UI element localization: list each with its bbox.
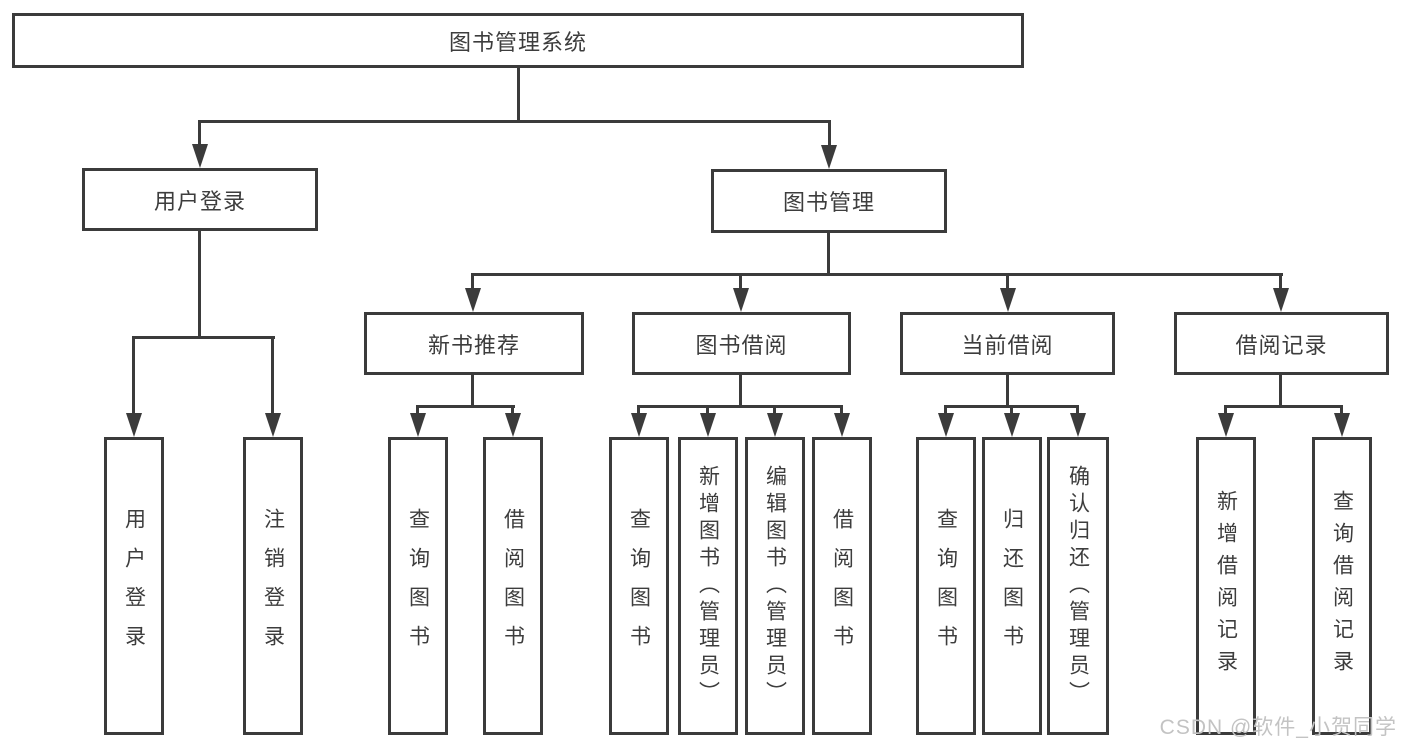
connector-line [471,375,474,405]
node-leaf-confirm-return-admin: 确认归还（管理员） [1047,437,1109,735]
node-leaf-logout: 注销登录 [243,437,303,735]
arrowhead-icon [700,413,716,437]
node-book-borrowing-label: 图书借阅 [695,332,788,358]
arrowhead-icon [1070,413,1086,437]
node-leaf-query-book-recommend-label: 查询图书 [406,508,430,664]
node-leaf-add-book-admin-label: 新增图书（管理员） [696,464,720,708]
node-leaf-logout-label: 注销登录 [261,508,285,664]
node-borrowing-records: 借阅记录 [1174,312,1389,375]
node-leaf-add-borrow-record: 新增借阅记录 [1196,437,1256,735]
connector-line [517,68,520,120]
connector-line [132,336,275,339]
connector-line [1010,405,1013,415]
arrowhead-icon [465,288,481,312]
connector-line [637,405,640,415]
connector-line [198,120,201,146]
arrowhead-icon [505,413,521,437]
node-leaf-edit-book-admin-label: 编辑图书（管理员） [763,464,787,708]
connector-line [1224,405,1343,408]
node-leaf-return-book: 归还图书 [982,437,1042,735]
arrowhead-icon [126,413,142,437]
connector-line [198,231,201,336]
node-leaf-borrow-book: 借阅图书 [812,437,872,735]
connector-line [1340,405,1343,415]
connector-line [511,405,514,415]
connector-line [637,405,843,408]
node-leaf-add-book-admin: 新增图书（管理员） [678,437,738,735]
node-leaf-query-book-current-label: 查询图书 [934,508,958,664]
node-leaf-user-login-label: 用户登录 [122,508,146,664]
connector-line [773,405,776,415]
arrowhead-icon [410,413,426,437]
node-leaf-add-borrow-record-label: 新增借阅记录 [1214,490,1238,682]
node-user-login: 用户登录 [82,168,318,231]
connector-line [471,273,1283,276]
connector-line [416,405,419,415]
node-borrowing-records-label: 借阅记录 [1235,332,1328,358]
node-leaf-query-book-borrowing-label: 查询图书 [627,508,651,664]
node-user-login-label: 用户登录 [153,188,246,214]
arrowhead-icon [733,288,749,312]
connector-line [1279,273,1282,289]
node-current-borrowing: 当前借阅 [900,312,1115,375]
node-leaf-borrow-book-recommend-label: 借阅图书 [501,508,525,664]
node-current-borrowing-label: 当前借阅 [961,332,1054,358]
arrowhead-icon [1273,288,1289,312]
connector-line [471,273,474,289]
arrowhead-icon [631,413,647,437]
node-root: 图书管理系统 [12,13,1024,68]
node-leaf-query-borrow-record-label: 查询借阅记录 [1330,490,1354,682]
arrowhead-icon [834,413,850,437]
node-leaf-borrow-book-recommend: 借阅图书 [483,437,543,735]
node-book-borrowing: 图书借阅 [632,312,851,375]
arrowhead-icon [938,413,954,437]
connector-line [739,273,742,289]
node-leaf-user-login: 用户登录 [104,437,164,735]
connector-line [944,405,947,415]
connector-line [198,120,831,123]
arrowhead-icon [1334,413,1350,437]
node-leaf-query-book-recommend: 查询图书 [388,437,448,735]
arrowhead-icon [821,145,837,169]
arrowhead-icon [192,144,208,168]
arrowhead-icon [265,413,281,437]
connector-line [1006,273,1009,289]
connector-line [706,405,709,415]
node-leaf-return-book-label: 归还图书 [1000,508,1024,664]
node-book-management: 图书管理 [711,169,947,233]
node-leaf-query-book-current: 查询图书 [916,437,976,735]
arrowhead-icon [1000,288,1016,312]
arrowhead-icon [1218,413,1234,437]
connector-line [840,405,843,415]
connector-line [416,405,515,408]
connector-line [827,233,830,273]
connector-line [739,375,742,405]
node-leaf-borrow-book-label: 借阅图书 [830,508,854,664]
connector-line [1076,405,1079,415]
node-root-label: 图书管理系统 [448,29,587,55]
node-leaf-query-book-borrowing: 查询图书 [609,437,669,735]
node-new-book-recommend-label: 新书推荐 [427,332,520,358]
connector-line [1224,405,1227,415]
node-new-book-recommend: 新书推荐 [364,312,584,375]
node-book-management-label: 图书管理 [782,190,875,215]
connector-line [1279,375,1282,405]
arrowhead-icon [1004,413,1020,437]
connector-line [271,336,274,414]
arrowhead-icon [767,413,783,437]
connector-line [132,336,135,414]
connector-line [1006,375,1009,405]
node-leaf-edit-book-admin: 编辑图书（管理员） [745,437,805,735]
node-leaf-query-borrow-record: 查询借阅记录 [1312,437,1372,735]
connector-line [828,120,831,146]
node-leaf-confirm-return-admin-label: 确认归还（管理员） [1066,464,1090,708]
